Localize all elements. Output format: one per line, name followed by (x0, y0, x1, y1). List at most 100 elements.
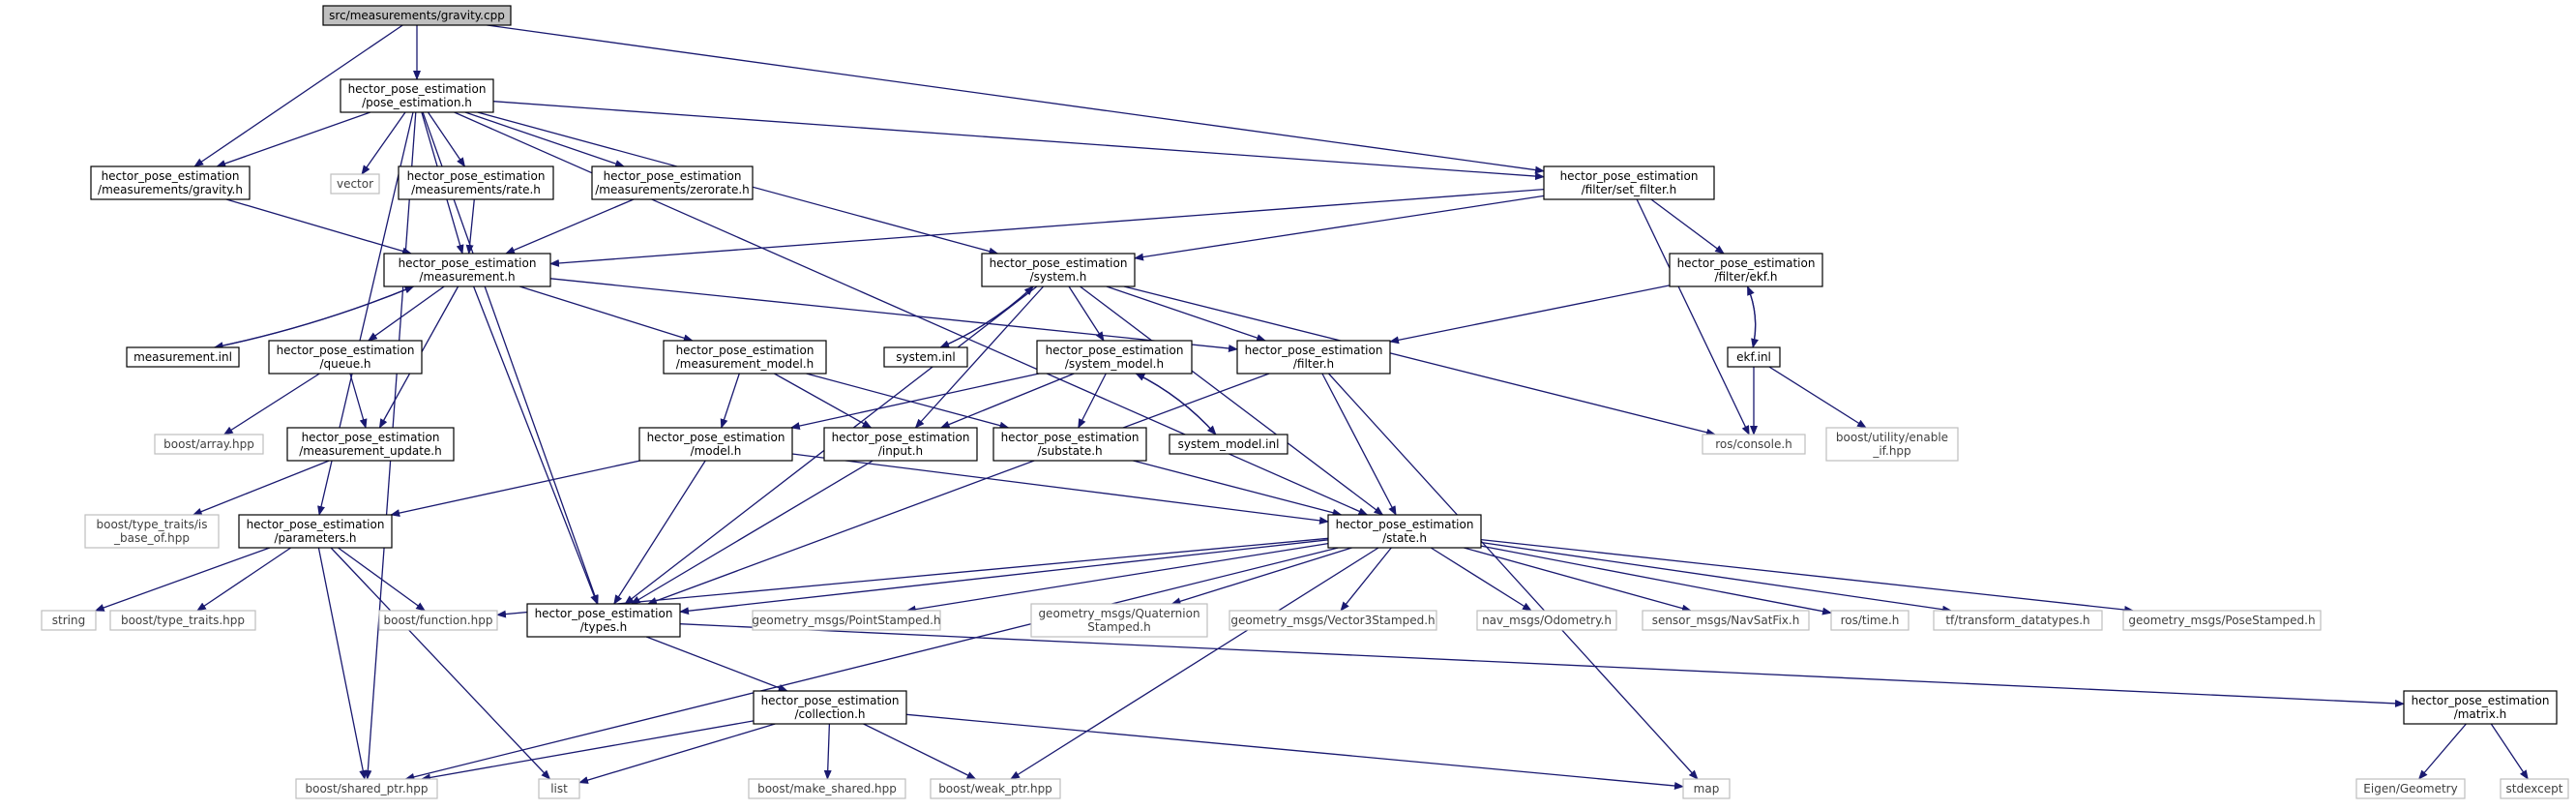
node-queue-h[interactable]: hector_pose_estimation/queue.h (268, 340, 423, 375)
edge-types_h-to-collection_h (645, 636, 788, 692)
node-label-line: boost/shared_ptr.hpp (306, 782, 429, 795)
node-label-line: hector_pose_estimation (604, 169, 742, 183)
node-box (1830, 610, 1910, 631)
node-label-line: hector_pose_estimation (990, 256, 1128, 270)
node-system-model-h[interactable]: hector_pose_estimation/system_model.h (1036, 340, 1193, 375)
edge-filter_h-to-types_h (646, 373, 1270, 605)
edge-measurement_h-to-types_h (472, 285, 599, 605)
node-box (752, 610, 941, 631)
node-label-line: hector_pose_estimation (1245, 344, 1383, 357)
node-label-line: list (550, 782, 568, 795)
node-box (295, 778, 438, 799)
node-system-inl[interactable]: system.inl (883, 346, 968, 368)
node-label-line: hector_pose_estimation (1336, 518, 1474, 531)
node-gravity-h[interactable]: hector_pose_estimation/measurements/grav… (90, 165, 251, 200)
node-rate-h[interactable]: hector_pose_estimation/measurements/rate… (398, 165, 554, 200)
node-label-line: /filter/ekf.h (1714, 270, 1777, 284)
node-label-line: /parameters.h (274, 531, 356, 545)
node-measurement-h[interactable]: hector_pose_estimation/measurement.h (383, 253, 551, 287)
edge-measurement_h-to-measurement_inl (213, 285, 414, 350)
node-box (90, 165, 251, 200)
edge-system_h-to-input_h (914, 285, 1045, 429)
node-label-line: /system_model.h (1065, 357, 1164, 371)
node-weak-ptr: boost/weak_ptr.hpp (930, 778, 1061, 799)
node-ekf-h[interactable]: hector_pose_estimation/filter/ekf.h (1669, 253, 1823, 287)
node-box (748, 778, 906, 799)
node-input-h[interactable]: hector_pose_estimation/input.h (823, 427, 978, 462)
edge-ekf_inl-to-ekf_h (1746, 285, 1757, 348)
node-box (330, 173, 380, 195)
node-label-line: hector_pose_estimation (348, 82, 487, 96)
node-vector: vector (330, 173, 380, 195)
node-label-line: hector_pose_estimation (1560, 169, 1699, 183)
node-box (84, 514, 220, 549)
node-box (322, 5, 512, 26)
edge-parameters_h-to-list (330, 547, 551, 780)
node-label-line: boost/weak_ptr.hpp (938, 782, 1052, 795)
node-substate-h[interactable]: hector_pose_estimation/substate.h (992, 427, 1147, 462)
edge-queue_h-to-measurement_update_h (349, 373, 368, 429)
node-string: string (41, 610, 97, 631)
node-system-h[interactable]: hector_pose_estimation/system.h (981, 253, 1136, 287)
node-enable-if: boost/utility/enable_if.hpp (1825, 427, 1959, 462)
node-box (154, 434, 264, 455)
edge-system_model_h-to-input_h (939, 373, 1075, 429)
edge-pose_estimation_h-to-rate_h (427, 111, 466, 167)
node-matrix-h[interactable]: hector_pose_estimation/matrix.h (2403, 690, 2558, 725)
node-odometry: nav_msgs/Odometry.h (1476, 610, 1617, 631)
node-label-line: system.inl (896, 350, 955, 364)
node-set-filter-h[interactable]: hector_pose_estimation/filter/set_filter… (1543, 165, 1715, 200)
node-state-h[interactable]: hector_pose_estimation/state.h (1327, 514, 1482, 549)
node-ros-time: ros/time.h (1830, 610, 1910, 631)
edge-system_model_inl-to-system_model_h (1135, 373, 1217, 435)
node-label-line: /measurements/gravity.h (98, 183, 243, 196)
edge-state_h-to-types_h (679, 539, 1329, 615)
edge-system_h-to-system_inl (939, 285, 1034, 348)
node-box (238, 514, 393, 549)
node-pose-estimation-h[interactable]: hector_pose_estimation/pose_estimation.h (340, 78, 494, 113)
node-box (2500, 778, 2569, 799)
node-shared-ptr: boost/shared_ptr.hpp (295, 778, 438, 799)
node-label-line: /measurements/zerorate.h (595, 183, 750, 196)
edge-parameters_h-to-shared_ptr (317, 547, 368, 780)
node-box (591, 165, 754, 200)
node-types-h[interactable]: hector_pose_estimation/types.h (526, 603, 681, 638)
node-label-line: stdexcept (2506, 782, 2563, 795)
node-measurement-model-h[interactable]: hector_pose_estimation/measurement_model… (663, 340, 827, 375)
node-label-line: hector_pose_estimation (1046, 344, 1184, 357)
edge-filter_h-to-state_h (1321, 373, 1397, 516)
node-model-h[interactable]: hector_pose_estimation/model.h (638, 427, 793, 462)
node-label-line: /filter/set_filter.h (1582, 183, 1677, 196)
node-measurement-update-h[interactable]: hector_pose_estimation/measurement_updat… (286, 427, 455, 462)
edge-set_filter_h-to-measurement_h (549, 188, 1545, 267)
edge-measurement_model_h-to-input_h (774, 373, 873, 429)
node-filter-h[interactable]: hector_pose_estimation/filter.h (1236, 340, 1391, 375)
node-box (1236, 340, 1391, 375)
edge-substate_h-to-state_h (1133, 460, 1343, 517)
edge-set_filter_h-to-ekf_h (1650, 198, 1725, 255)
node-system-model-inl[interactable]: system_model.inl (1169, 434, 1288, 455)
edge-state_h-to-vector3_stamped (1340, 547, 1392, 612)
node-label-line: hector_pose_estimation (277, 344, 415, 357)
node-is-base-of: boost/type_traits/is_base_of.hpp (84, 514, 220, 549)
node-zerorate-h[interactable]: hector_pose_estimation/measurements/zero… (591, 165, 754, 200)
node-measurement-inl[interactable]: measurement.inl (126, 346, 240, 368)
node-root[interactable]: src/measurements/gravity.cpp (322, 5, 512, 26)
edge-queue_h-to-boost_array (222, 373, 320, 435)
node-vector3-stamped: geometry_msgs/Vector3Stamped.h (1229, 610, 1437, 631)
node-collection-h[interactable]: hector_pose_estimation/collection.h (753, 690, 907, 725)
node-box (883, 346, 968, 368)
node-label-line: geometry_msgs/PointStamped.h (752, 614, 940, 627)
edge-input_h-to-types_h (630, 460, 873, 605)
edge-collection_h-to-list (578, 723, 776, 784)
node-label-line: /collection.h (794, 707, 865, 721)
node-box (1036, 340, 1193, 375)
node-make-shared: boost/make_shared.hpp (748, 778, 906, 799)
node-parameters-h[interactable]: hector_pose_estimation/parameters.h (238, 514, 393, 549)
node-label-line: _if.hpp (1872, 444, 1910, 458)
node-ekf-inl[interactable]: ekf.inl (1727, 346, 1781, 368)
node-label-line: hector_pose_estimation (647, 431, 785, 444)
node-label-line: geometry_msgs/PoseStamped.h (2128, 614, 2315, 627)
node-type-traits: boost/type_traits.hpp (109, 610, 256, 631)
